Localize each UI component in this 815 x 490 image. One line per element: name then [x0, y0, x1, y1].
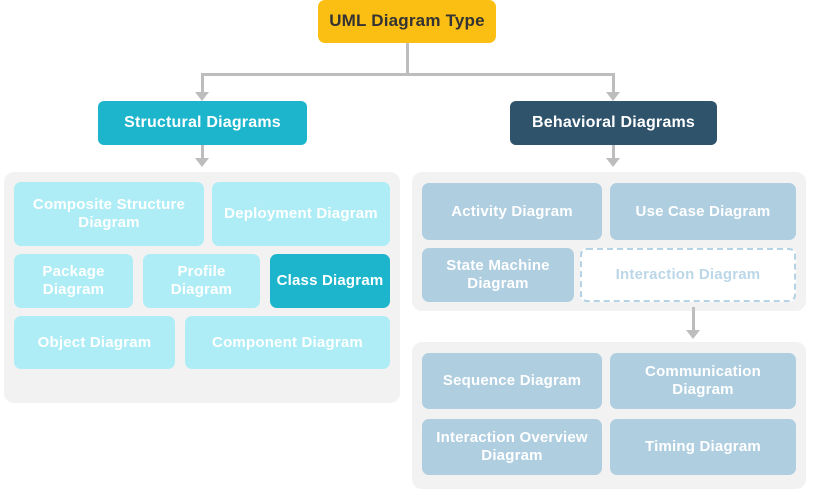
node-package-diagram[interactable]: Package Diagram: [14, 254, 133, 308]
arrow-head-behavioral-panel: [606, 158, 620, 167]
node-label: Class Diagram: [276, 272, 384, 290]
node-communication-diagram[interactable]: Communication Diagram: [610, 353, 796, 409]
node-state-machine-diagram[interactable]: State Machine Diagram: [422, 248, 574, 302]
connector-behavioral-stem: [612, 73, 615, 93]
branch-node-structural-diagrams[interactable]: Structural Diagrams: [98, 101, 307, 145]
node-label: Timing Diagram: [645, 438, 761, 456]
node-label: Object Diagram: [37, 333, 152, 351]
node-timing-diagram[interactable]: Timing Diagram: [610, 419, 796, 475]
arrow-head-behavioral: [606, 92, 620, 101]
node-label: Composite Structure Diagram: [32, 196, 186, 231]
connector-root-crossbar: [202, 73, 614, 76]
branch-node-behavioral-diagrams[interactable]: Behavioral Diagrams: [510, 101, 717, 145]
node-label: Interaction Overview Diagram: [436, 429, 588, 464]
node-label: Component Diagram: [212, 333, 363, 351]
connector-root-stem: [406, 43, 409, 74]
connector-structural-panel-stem: [201, 145, 204, 159]
arrow-head-structural: [195, 92, 209, 101]
arrow-head-interaction-panel: [686, 330, 700, 339]
node-label: Activity Diagram: [451, 202, 573, 220]
node-label: Package Diagram: [42, 263, 105, 298]
node-object-diagram[interactable]: Object Diagram: [14, 316, 175, 369]
branch-structural-label: Structural Diagrams: [124, 113, 281, 131]
node-label: Profile Diagram: [170, 263, 233, 298]
node-use-case-diagram[interactable]: Use Case Diagram: [610, 183, 796, 240]
node-interaction-diagram[interactable]: Interaction Diagram: [580, 248, 796, 302]
behavioral-diagrams-panel: Activity Diagram Use Case Diagram State …: [412, 172, 806, 311]
root-node-uml-diagram-type[interactable]: UML Diagram Type: [318, 0, 496, 43]
node-label: State Machine Diagram: [446, 257, 550, 292]
node-interaction-overview-diagram[interactable]: Interaction Overview Diagram: [422, 419, 602, 475]
node-activity-diagram[interactable]: Activity Diagram: [422, 183, 602, 240]
node-class-diagram[interactable]: Class Diagram: [270, 254, 390, 308]
node-label: Use Case Diagram: [635, 202, 771, 220]
node-composite-structure-diagram[interactable]: Composite Structure Diagram: [14, 182, 204, 246]
connector-structural-stem: [201, 73, 204, 93]
root-node-label: UML Diagram Type: [329, 11, 485, 31]
connector-interaction-stem: [692, 307, 695, 331]
node-label: Sequence Diagram: [442, 372, 582, 390]
node-deployment-diagram[interactable]: Deployment Diagram: [212, 182, 390, 246]
node-label: Deployment Diagram: [224, 205, 378, 223]
connector-behavioral-panel-stem: [612, 145, 615, 159]
node-profile-diagram[interactable]: Profile Diagram: [143, 254, 260, 308]
node-label: Communication Diagram: [645, 363, 761, 398]
interaction-diagrams-panel: Sequence Diagram Communication Diagram I…: [412, 342, 806, 489]
node-label: Interaction Diagram: [615, 266, 761, 284]
node-component-diagram[interactable]: Component Diagram: [185, 316, 390, 369]
node-sequence-diagram[interactable]: Sequence Diagram: [422, 353, 602, 409]
branch-behavioral-label: Behavioral Diagrams: [532, 113, 695, 131]
structural-diagrams-panel: Composite Structure Diagram Deployment D…: [4, 172, 400, 403]
arrow-head-structural-panel: [195, 158, 209, 167]
